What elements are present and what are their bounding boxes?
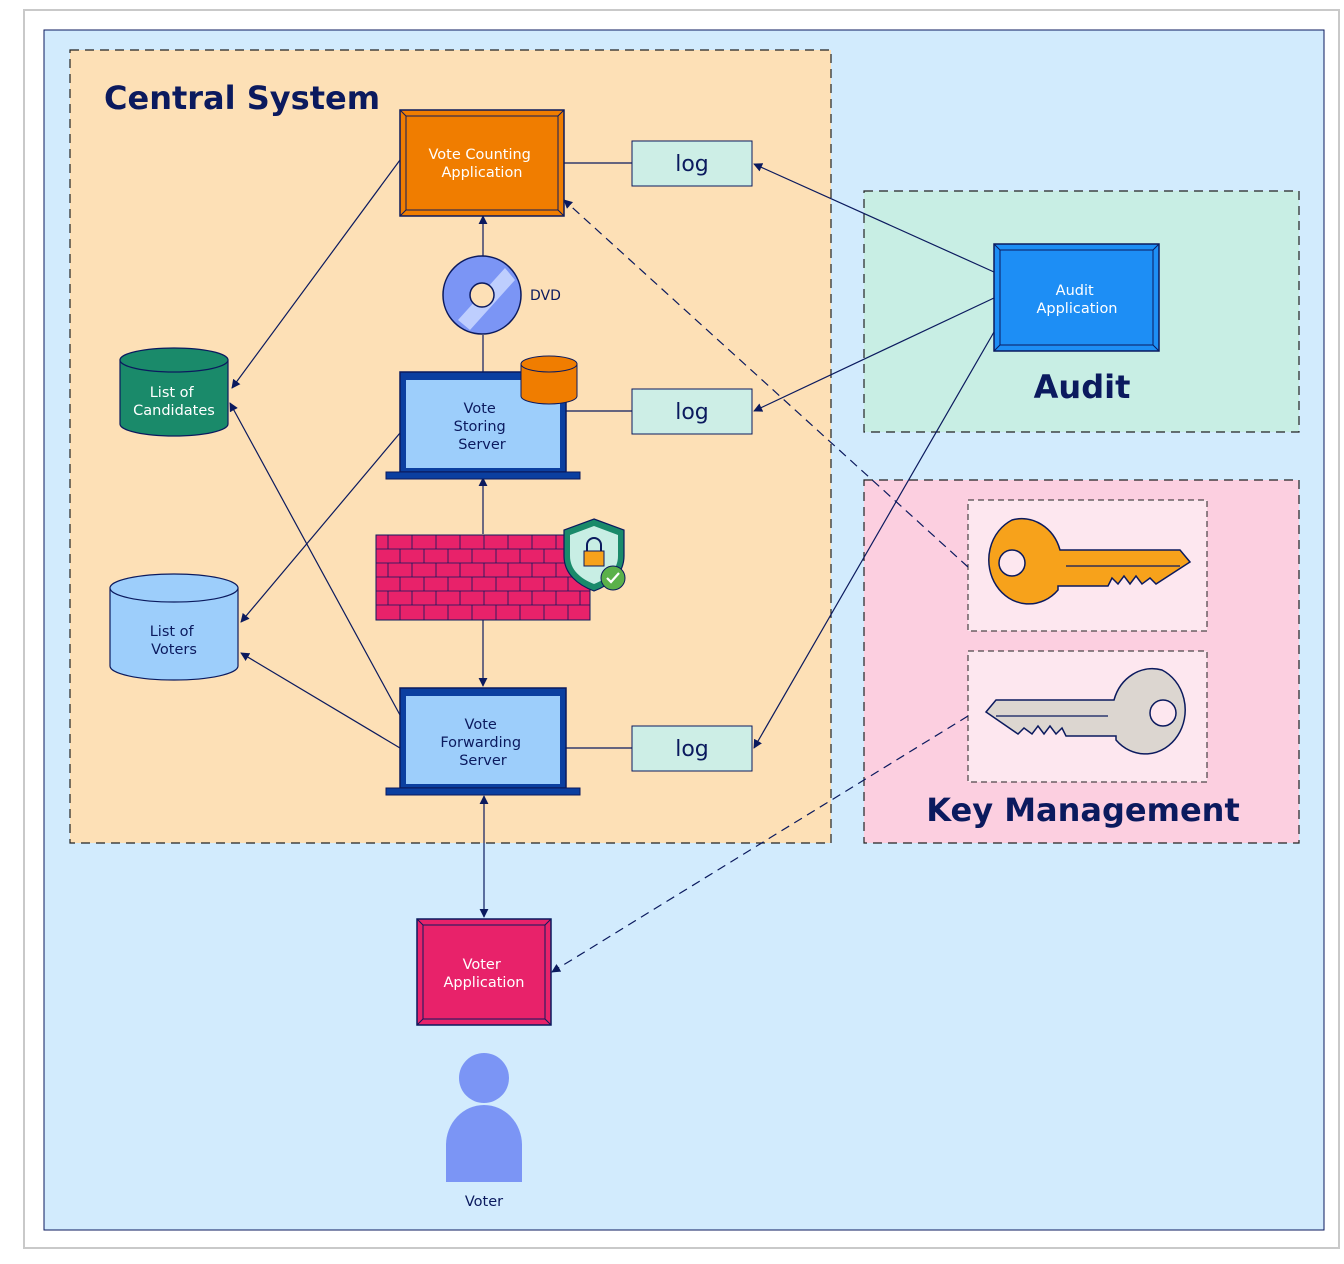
log-box-1: log	[631, 140, 753, 187]
vote-counting-label-1: Vote Counting	[429, 147, 531, 163]
candidates-label-2: Candidates	[133, 403, 215, 419]
edge-storing-to-voters	[240, 432, 401, 623]
edge-forwarding-to-voters	[240, 652, 401, 749]
vote-counting-application: Vote Counting Application	[399, 109, 565, 217]
log-3-label: log	[675, 737, 709, 762]
edge-publickey-to-voterapp	[551, 715, 969, 973]
public-key-icon	[984, 667, 1186, 755]
storing-label-1: Vote	[464, 401, 496, 417]
shield-lock-icon	[563, 518, 626, 592]
audit-app-label-1: Audit	[1056, 283, 1094, 299]
edge-audit-to-log1	[753, 163, 995, 273]
central-system-title: Central System	[104, 79, 380, 117]
log-1-label: log	[675, 152, 709, 177]
private-key-icon	[988, 517, 1192, 605]
svg-text:Voter Application: Voter Application	[443, 957, 524, 991]
edge-audit-to-log2	[753, 297, 995, 412]
forwarding-label-3: Server	[459, 753, 507, 769]
candidates-label-1: List of	[150, 385, 195, 401]
svg-text:List of Candidates: List of Candidates	[133, 385, 215, 419]
audit-app-label-2: Application	[1036, 301, 1117, 317]
log-2-label: log	[675, 400, 709, 425]
audit-application: Audit Application	[993, 243, 1160, 352]
dvd-label: DVD	[530, 288, 561, 304]
vote-forwarding-server: Vote Forwarding Server	[385, 687, 581, 796]
audit-title: Audit	[1034, 368, 1131, 406]
voter-app-label-2: Application	[443, 975, 524, 991]
log-box-2: log	[631, 388, 753, 435]
dvd-icon: DVD	[442, 255, 561, 335]
firewall-icon	[375, 534, 591, 621]
storing-label-2: Storing	[454, 419, 506, 435]
svg-text:Audit Application: Audit Application	[1036, 283, 1117, 317]
edge-forwarding-to-candidates	[229, 402, 401, 716]
vote-counting-label-2: Application	[441, 165, 522, 181]
edge-audit-to-log3	[753, 331, 995, 749]
key-management-region: Key Management	[863, 479, 1300, 844]
svg-text:Vote Forwarding Se: Vote Forwarding Server	[440, 717, 525, 769]
svg-text:Vote Counting Applicatio: Vote Counting Application	[429, 147, 536, 181]
forwarding-label-2: Forwarding	[440, 735, 521, 751]
voters-label-2: Voters	[151, 642, 197, 658]
database-icon	[520, 355, 578, 405]
voter-label: Voter	[465, 1194, 503, 1210]
connections	[229, 159, 995, 973]
forwarding-label-1: Vote	[465, 717, 497, 733]
log-box-3: log	[631, 725, 753, 772]
storing-label-3: Server	[458, 437, 506, 453]
voter-app-label-1: Voter	[463, 957, 501, 973]
svg-text:Vote Storing Serve: Vote Storing Server	[454, 401, 511, 453]
voters-label-1: List of	[150, 624, 195, 640]
voter-application: Voter Application	[416, 918, 552, 1026]
list-of-candidates: List of Candidates	[119, 347, 229, 437]
edge-counting-to-candidates	[231, 159, 401, 389]
edge-privatekey-to-counting	[563, 199, 969, 568]
key-management-title: Key Management	[926, 791, 1239, 829]
person-icon: Voter	[446, 1053, 522, 1210]
svg-text:List of Voters: List of Voters	[150, 624, 199, 658]
list-of-voters: List of Voters	[109, 573, 239, 681]
